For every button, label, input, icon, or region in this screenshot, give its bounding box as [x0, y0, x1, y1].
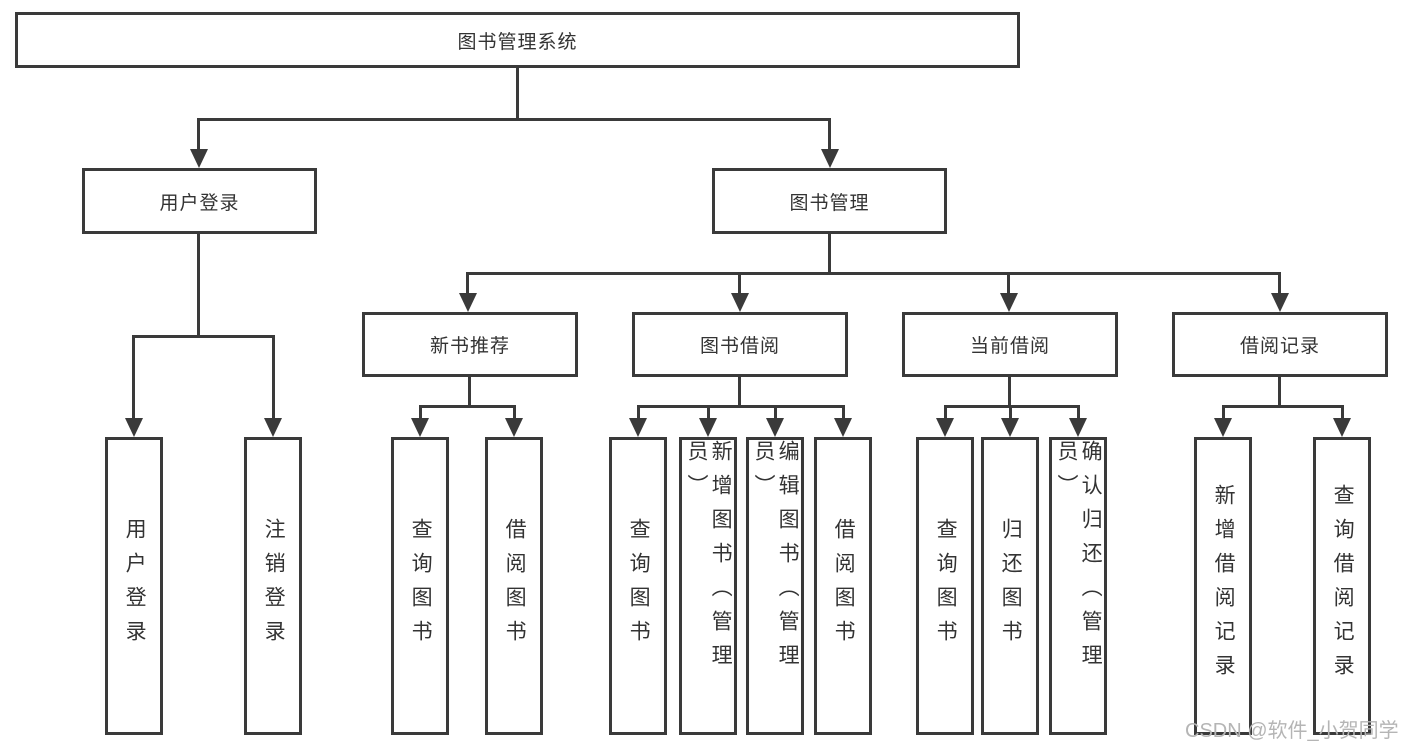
node-root: 图书管理系统 — [15, 12, 1020, 68]
leaf-query-books-current: 查询图书 — [916, 437, 974, 735]
node-user-login: 用户登录 — [82, 168, 317, 234]
node-borrow-records-label: 借阅记录 — [1239, 336, 1320, 357]
connector-stem — [132, 337, 135, 421]
leaf-query-borrow-record: 查询借阅记录 — [1313, 437, 1371, 735]
arrow-down-icon — [731, 293, 749, 312]
leaf-query-books-borrow-label: 查询图书 — [627, 518, 651, 654]
node-new-book-recommend: 新书推荐 — [362, 312, 578, 377]
leaf-logout-label: 注销登录 — [262, 518, 286, 654]
connector-stem — [1009, 407, 1012, 421]
leaf-query-books-current-label: 查询图书 — [934, 518, 958, 654]
connector-stem — [272, 337, 275, 421]
connector-root-stem — [516, 68, 519, 118]
node-current-borrow-label: 当前借阅 — [969, 336, 1050, 357]
leaf-borrow-books-recommend: 借阅图书 — [485, 437, 543, 735]
leaf-confirm-return-admin: 确认归还（管理员） — [1049, 437, 1107, 735]
connector-user-login-stem — [197, 234, 200, 335]
arrow-down-icon — [1069, 418, 1087, 437]
connector-stem — [1077, 407, 1080, 421]
connector-group-stem — [738, 377, 741, 405]
connector-stem — [707, 407, 710, 421]
node-current-borrow: 当前借阅 — [902, 312, 1118, 377]
connector-stem — [944, 407, 947, 421]
leaf-query-borrow-record-label: 查询借阅记录 — [1331, 484, 1355, 688]
arrow-down-icon — [699, 418, 717, 437]
arrow-down-icon — [459, 293, 477, 312]
leaf-query-books-recommend: 查询图书 — [391, 437, 449, 735]
connector-level2-rail — [197, 118, 831, 121]
connector-user-login-rail — [132, 335, 275, 338]
leaf-user-login: 用户登录 — [105, 437, 163, 735]
arrow-down-icon — [125, 418, 143, 437]
leaf-add-borrow-record: 新增借阅记录 — [1194, 437, 1252, 735]
connector-level3-rail — [466, 272, 1281, 275]
arrow-down-icon — [821, 149, 839, 168]
connector-group-rail — [1222, 405, 1344, 408]
arrow-down-icon — [766, 418, 784, 437]
watermark: CSDN @软件_小贺同学 — [1185, 720, 1399, 742]
leaf-query-books-recommend-label: 查询图书 — [409, 518, 433, 654]
node-user-login-label: 用户登录 — [159, 192, 240, 214]
node-book-management: 图书管理 — [712, 168, 947, 234]
connector-group-rail — [419, 405, 516, 408]
node-borrow-records: 借阅记录 — [1172, 312, 1388, 377]
node-new-book-recommend-label: 新书推荐 — [429, 336, 510, 357]
arrow-down-icon — [1001, 418, 1019, 437]
leaf-logout: 注销登录 — [244, 437, 302, 735]
connector-stem — [774, 407, 777, 421]
leaf-query-books-borrow: 查询图书 — [609, 437, 667, 735]
arrow-down-icon — [1333, 418, 1351, 437]
arrow-down-icon — [1271, 293, 1289, 312]
leaf-borrow-books-recommend-label: 借阅图书 — [503, 518, 527, 654]
connector-group-stem — [1008, 377, 1011, 405]
leaf-borrow-books-label: 借阅图书 — [832, 518, 856, 654]
connector-stem — [1222, 407, 1225, 421]
leaf-add-book-admin: 新增图书（管理员） — [679, 437, 737, 735]
connector-stem — [1278, 274, 1281, 296]
connector-group-stem — [468, 377, 471, 405]
connector-stem — [842, 407, 845, 421]
node-root-label: 图书管理系统 — [457, 31, 578, 53]
leaf-borrow-books: 借阅图书 — [814, 437, 872, 735]
connector-stem — [466, 274, 469, 296]
connector-stem — [828, 120, 831, 151]
arrow-down-icon — [411, 418, 429, 437]
leaf-edit-book-admin: 编辑图书（管理员） — [746, 437, 804, 735]
connector-stem — [637, 407, 640, 421]
leaf-add-borrow-record-label: 新增借阅记录 — [1212, 484, 1236, 688]
connector-stem — [1341, 407, 1344, 421]
leaf-confirm-return-admin-label: 确认归还（管理员） — [1055, 440, 1103, 678]
arrow-down-icon — [264, 418, 282, 437]
connector-stem — [738, 274, 741, 296]
arrow-down-icon — [505, 418, 523, 437]
connector-book-mgmt-stem — [828, 234, 831, 272]
connector-stem — [1007, 274, 1010, 296]
arrow-down-icon — [1214, 418, 1232, 437]
connector-stem — [197, 120, 200, 151]
arrow-down-icon — [1000, 293, 1018, 312]
leaf-user-login-label: 用户登录 — [123, 518, 147, 654]
arrow-down-icon — [936, 418, 954, 437]
leaf-edit-book-admin-label: 编辑图书（管理员） — [752, 440, 800, 678]
arrow-down-icon — [834, 418, 852, 437]
connector-group-rail — [637, 405, 845, 408]
connector-group-rail — [944, 405, 1080, 408]
arrow-down-icon — [629, 418, 647, 437]
node-book-management-label: 图书管理 — [789, 192, 870, 214]
connector-stem — [419, 407, 422, 421]
connector-stem — [513, 407, 516, 421]
node-book-borrow: 图书借阅 — [632, 312, 848, 377]
connector-group-stem — [1278, 377, 1281, 405]
leaf-return-book: 归还图书 — [981, 437, 1039, 735]
leaf-add-book-admin-label: 新增图书（管理员） — [685, 440, 733, 678]
node-book-borrow-label: 图书借阅 — [699, 336, 780, 357]
leaf-return-book-label: 归还图书 — [999, 518, 1023, 654]
arrow-down-icon — [190, 149, 208, 168]
